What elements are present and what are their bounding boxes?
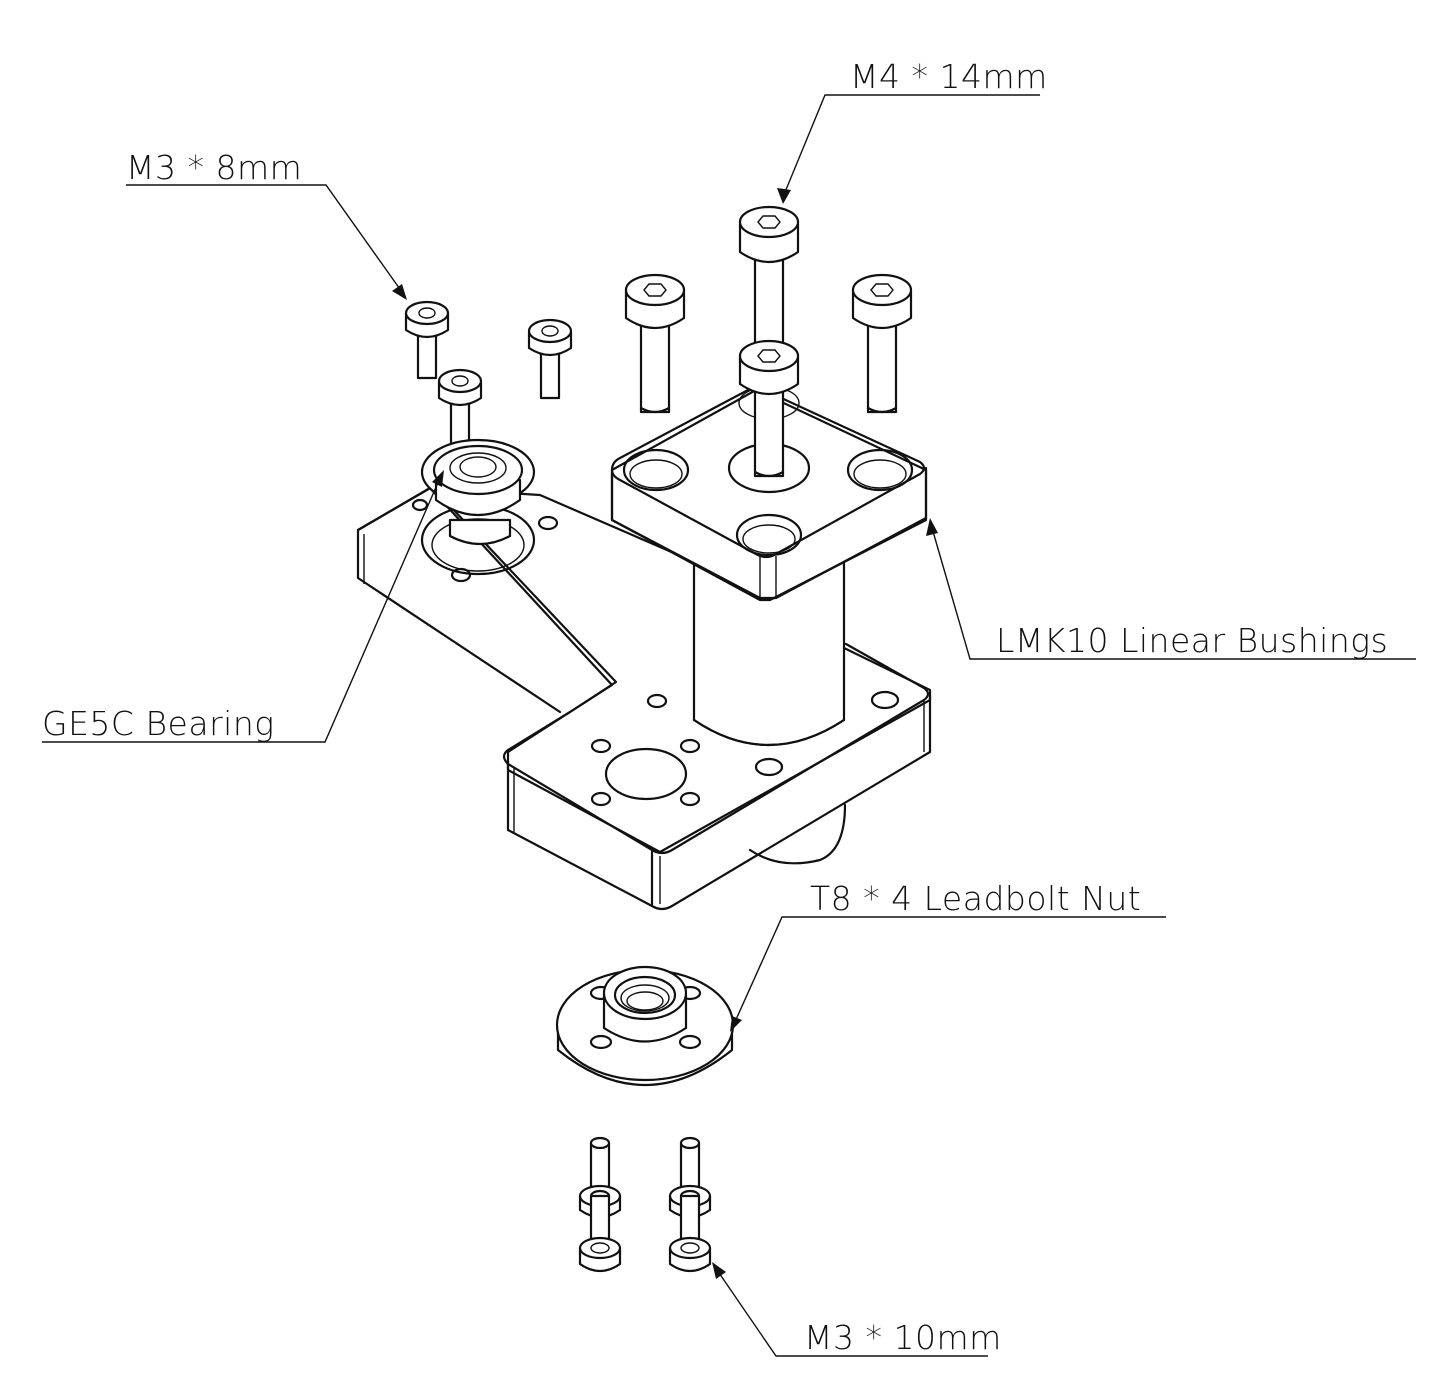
linear-bushing — [610, 386, 928, 747]
label-lmk10-linear-bushings: LMK10 Linear Bushings — [996, 621, 1389, 660]
leader-lines — [42, 94, 1416, 1357]
m4-screw-left — [624, 273, 686, 414]
leader-m3-10 — [716, 1269, 988, 1357]
leader-ge5c — [42, 477, 441, 743]
m4-screw-group — [624, 205, 913, 478]
m4-screw-right — [851, 273, 913, 414]
m4-screw-front — [738, 339, 800, 478]
ge5c-bearing — [420, 438, 536, 576]
leader-lmk10 — [931, 527, 1416, 660]
label-ge5c-bearing: GE5C Bearing — [42, 704, 275, 743]
m3-8-screw-group — [404, 300, 573, 450]
label-m3-10mm: M3 * 10mm — [804, 1318, 1002, 1357]
m3-8-screw-1 — [404, 300, 450, 380]
base-plate — [356, 485, 932, 911]
m3-10-screw-group — [578, 1136, 712, 1273]
leader-m3-8 — [126, 184, 403, 293]
label-t8-leadbolt-nut: T8 * 4 Leadbolt Nut — [810, 879, 1142, 918]
leader-m4 — [782, 94, 1040, 198]
m3-10-screw-left — [578, 1136, 622, 1273]
m3-8-screw-2 — [527, 318, 573, 400]
label-m3-8mm: M3 * 8mm — [126, 148, 303, 187]
m3-10-screw-right — [668, 1136, 712, 1273]
leader-t8 — [733, 916, 1166, 1025]
m3-8-screw-3 — [437, 368, 483, 450]
t8-leadscrew-nut — [555, 965, 735, 1086]
label-m4-14mm: M4 * 14mm — [850, 57, 1048, 96]
